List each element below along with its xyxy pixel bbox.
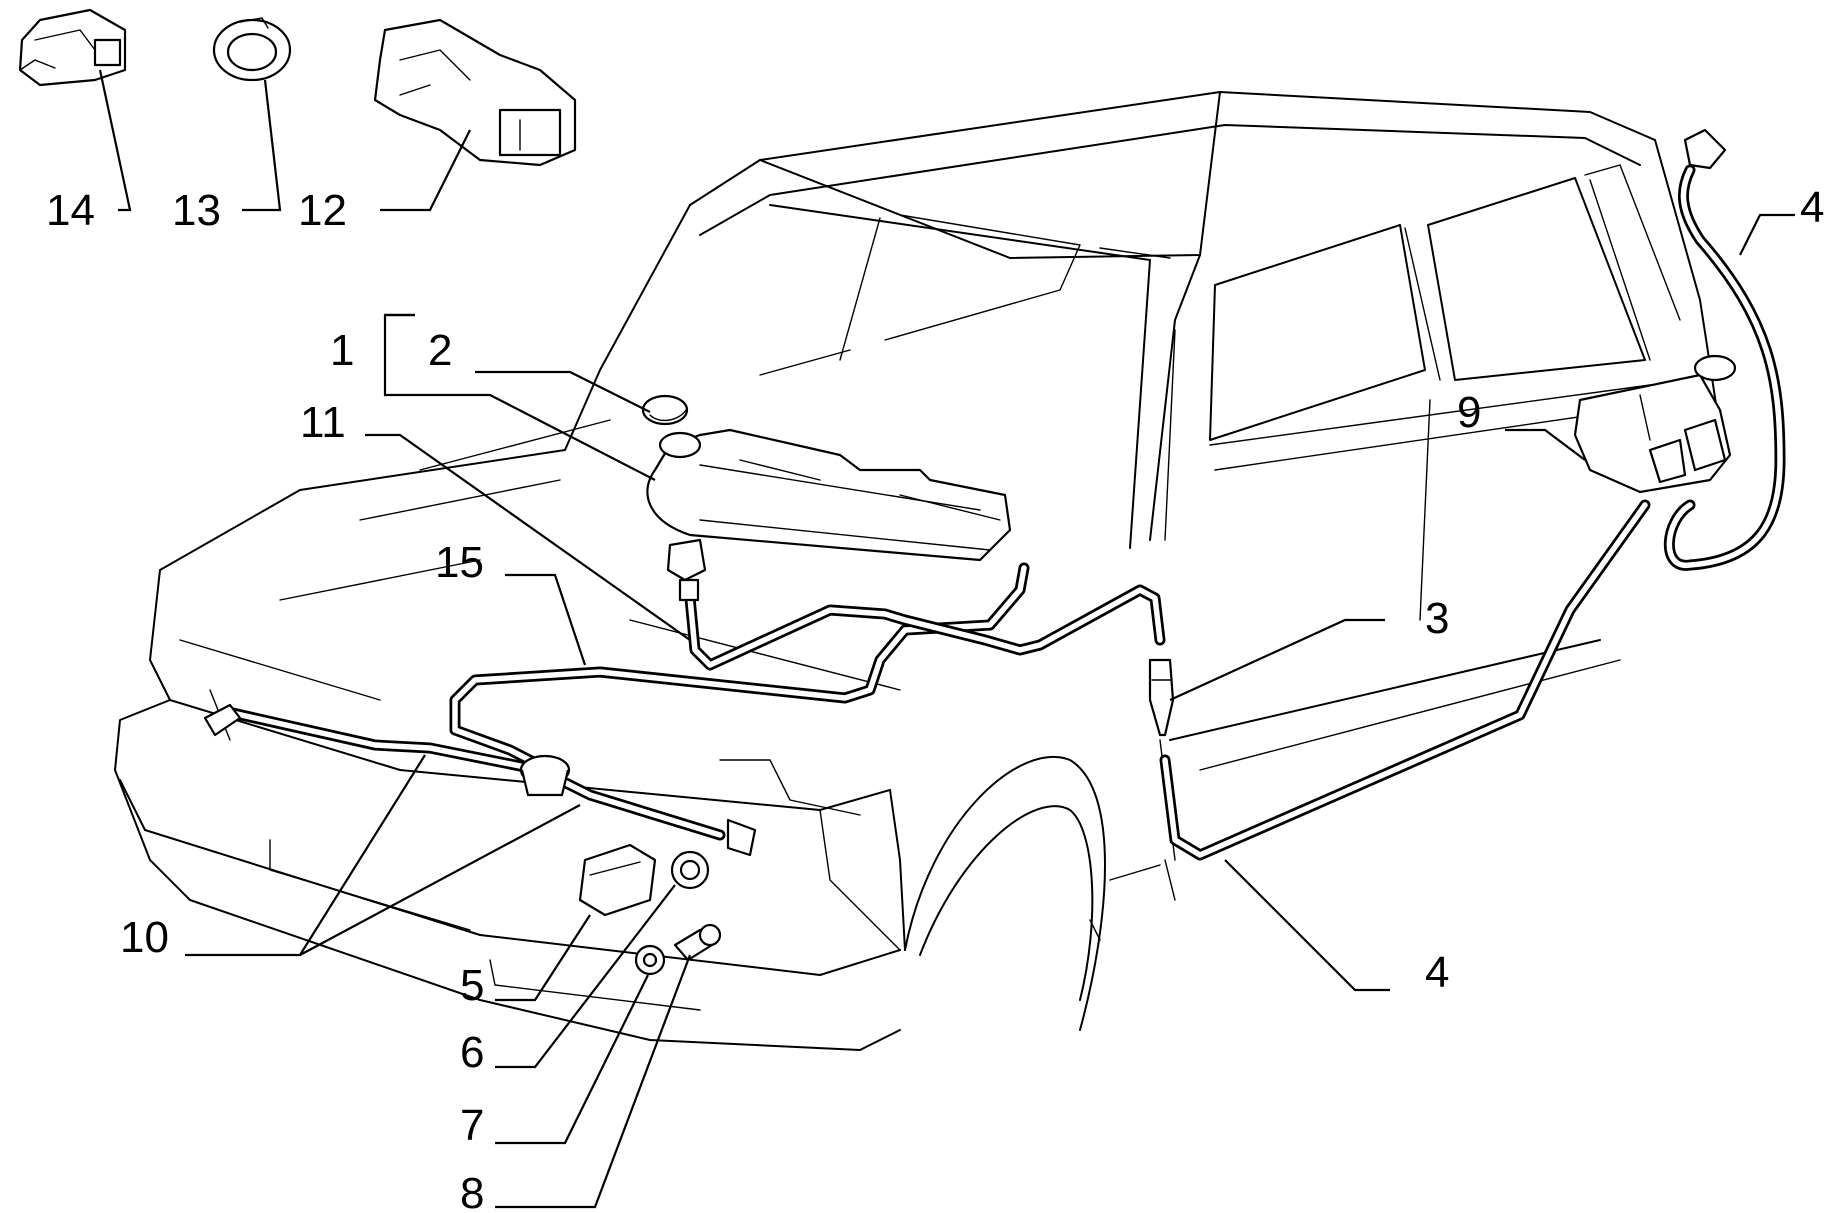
washer-reservoir <box>646 428 1012 562</box>
callout-10: 10 <box>120 913 169 962</box>
callout-12: 12 <box>298 186 347 235</box>
right-headlamp-nozzle <box>726 818 757 857</box>
rear-reservoir <box>1573 354 1737 494</box>
callout-3: 3 <box>1425 594 1449 643</box>
callout-1: 1 <box>330 326 354 375</box>
rear-nozzle <box>1683 128 1727 170</box>
callout-6: 6 <box>460 1028 484 1077</box>
callout-2: 2 <box>428 326 452 375</box>
inline-connector <box>1148 658 1175 737</box>
leader-lines <box>98 69 1795 1209</box>
callout-11: 11 <box>300 398 346 447</box>
callout-labels: 14 13 12 1 2 11 15 3 4 9 4 10 5 6 7 8 <box>46 183 1824 1213</box>
reservoir-cap <box>641 394 689 426</box>
callout-15: 15 <box>435 538 484 587</box>
washer-pump <box>519 754 571 797</box>
bracket-clip-14 <box>18 8 127 87</box>
car-body-outline <box>114 91 1721 1051</box>
nozzle-screw <box>673 923 722 962</box>
callout-14: 14 <box>46 186 95 235</box>
washer-hoses <box>222 164 1786 861</box>
grommet <box>634 944 666 976</box>
callout-13: 13 <box>172 186 221 235</box>
callout-4-lower: 4 <box>1425 948 1449 997</box>
callout-4-upper: 4 <box>1800 183 1824 232</box>
hose-clamp-6 <box>670 850 710 890</box>
switch-block <box>578 843 657 917</box>
callout-5: 5 <box>460 961 484 1010</box>
callout-9: 9 <box>1457 388 1481 437</box>
callout-8: 8 <box>460 1169 484 1213</box>
hose-clamp-13 <box>212 17 292 82</box>
bracket-assembly-12 <box>373 18 577 167</box>
left-headlamp-nozzle <box>203 703 242 737</box>
callout-7: 7 <box>460 1101 484 1150</box>
washer-jet <box>666 538 707 602</box>
